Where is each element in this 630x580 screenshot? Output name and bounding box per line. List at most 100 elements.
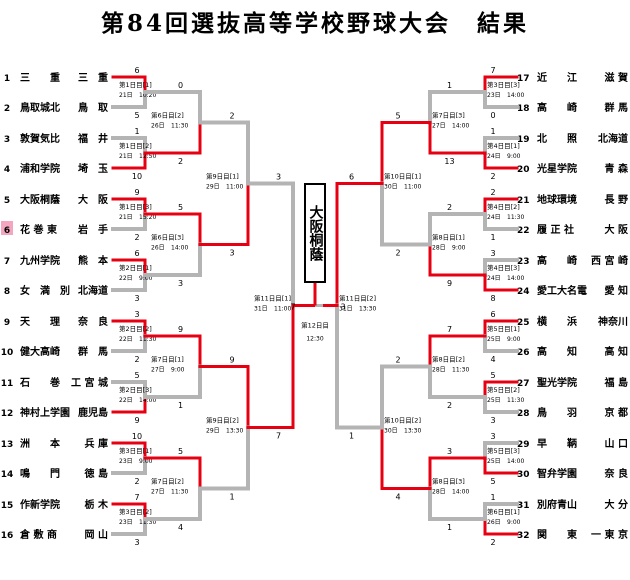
prefecture-name: 西 宮 崎 — [591, 254, 628, 267]
match-day-label: 第12日目 — [301, 321, 329, 330]
match-day-label: 第4日目[2] — [487, 202, 520, 211]
match-day-label: 第5日目[1] — [487, 324, 520, 333]
match-day-label: 第9日目[1] — [206, 172, 239, 181]
score-label: 3 — [178, 279, 183, 288]
seed-number: 15 — [1, 501, 14, 511]
match-day-label: 第3日目[1] — [119, 446, 152, 455]
seed-number: 12 — [1, 409, 14, 419]
school-name: 石 巻 — [19, 376, 61, 389]
school-name: 近 江 — [537, 71, 577, 84]
score-label: 1 — [490, 233, 495, 242]
seed-number: 16 — [1, 531, 14, 541]
school-name: 北 照 — [537, 132, 577, 145]
score-label: 2 — [447, 203, 452, 212]
match-time-label: 11:30 — [139, 336, 156, 343]
match-day-label: 第10日目[1] — [384, 172, 421, 181]
match-day-label: 第8日目[1] — [432, 233, 465, 242]
score-label: 7 — [276, 432, 281, 441]
score-label: 3 — [490, 432, 495, 441]
match-date-label: 26日 — [487, 519, 501, 526]
score-label: 9 — [134, 416, 139, 425]
seed-number: 3 — [4, 135, 10, 145]
match-day-label: 第7日目[1] — [151, 355, 184, 364]
page-title: 第84回選抜高等学校野球大会 結果 — [100, 10, 529, 37]
score-label: 2 — [178, 157, 183, 166]
prefecture-name: 京 都 — [605, 406, 628, 419]
match-date-label: 27日 — [432, 123, 446, 130]
school-name: 聖光学院 — [537, 376, 577, 389]
school-name: 敦賀気比 — [20, 132, 60, 145]
prefecture-name: 滋 賀 — [605, 71, 628, 84]
match-time-label: 13:30 — [226, 428, 243, 435]
score-label: 7 — [447, 325, 452, 334]
match-date-label: 28日 — [432, 367, 446, 374]
match-day-label: 第4日目[3] — [487, 263, 520, 272]
match-day-label: 第3日目[3] — [487, 80, 520, 89]
prefecture-name: 大 分 — [605, 498, 628, 511]
match-day-label: 第2日目[2] — [119, 324, 152, 333]
match-date-label: 21日 — [119, 92, 133, 99]
score-label: 1 — [490, 127, 495, 136]
champion-box: 大阪桐蔭 — [304, 183, 326, 283]
school-name: 洲 本 — [20, 437, 61, 450]
match-date-label: 28日 — [432, 489, 446, 496]
seed-number: 24 — [517, 287, 530, 297]
match-date-label: 25日 — [487, 458, 501, 465]
match-time-label: 14:00 — [139, 397, 156, 404]
score-label: 7 — [134, 493, 139, 502]
score-label: 2 — [490, 188, 495, 197]
match-time-label: 10:20 — [139, 92, 156, 99]
school-name: 高 知 — [537, 345, 577, 358]
score-label: 9 — [447, 279, 452, 288]
match-time-label: 9:00 — [139, 275, 153, 282]
school-name: 履 正 社 — [536, 223, 574, 236]
match-time-label: 9:00 — [507, 153, 521, 160]
match-date-label: 31日 — [339, 306, 353, 313]
match-day-label: 第11日目[1] — [254, 294, 291, 303]
seed-number: 9 — [4, 318, 10, 328]
match-time-label: 11:30 — [507, 397, 524, 404]
seed-number: 13 — [1, 440, 14, 450]
score-label: 2 — [229, 112, 234, 121]
score-label: 1 — [134, 127, 139, 136]
match-date-label: 27日 — [151, 489, 165, 496]
prefecture-name: 神奈川 — [598, 315, 628, 328]
match-day-label: 第1日目[1] — [119, 80, 152, 89]
seed-number: 14 — [1, 470, 14, 480]
score-label: 9 — [229, 356, 234, 365]
prefecture-name: 福 島 — [604, 376, 628, 389]
score-label: 3 — [134, 294, 139, 303]
match-date-label: 23日 — [119, 458, 133, 465]
score-label: 0 — [178, 81, 183, 90]
match-date-label: 30日 — [384, 428, 398, 435]
score-label: 2 — [134, 355, 139, 364]
prefecture-name: 群 馬 — [605, 101, 628, 114]
match-date-label: 28日 — [432, 245, 446, 252]
match-day-label: 第7日目[3] — [432, 111, 465, 120]
score-label: 2 — [395, 249, 400, 258]
score-label: 2 — [395, 356, 400, 365]
match-date-label: 27日 — [151, 367, 165, 374]
seed-number: 21 — [517, 196, 530, 206]
prefecture-name: 一 東 京 — [591, 528, 628, 541]
school-name: 高 崎 — [537, 254, 577, 267]
match-date-label: 22日 — [119, 397, 133, 404]
score-label: 5 — [134, 111, 139, 120]
score-label: 5 — [490, 477, 495, 486]
score-label: 3 — [447, 447, 452, 456]
score-label: 5 — [490, 371, 495, 380]
school-name: 大阪桐蔭 — [20, 193, 61, 206]
prefecture-name: 愛 知 — [605, 284, 628, 297]
score-label: 3 — [490, 249, 495, 258]
prefecture-name: 大 阪 — [605, 223, 629, 236]
school-name: 倉 敷 商 — [19, 528, 57, 541]
prefecture-name: 山 口 — [605, 437, 628, 450]
match-date-label: 24日 — [487, 275, 501, 282]
score-label: 6 — [490, 310, 495, 319]
school-name: 関 東 — [537, 528, 577, 541]
match-time-label: 9:00 — [507, 519, 521, 526]
seed-number: 18 — [517, 104, 530, 114]
match-day-label: 第6日目[1] — [487, 507, 520, 516]
match-time-label: 14:00 — [507, 92, 524, 99]
